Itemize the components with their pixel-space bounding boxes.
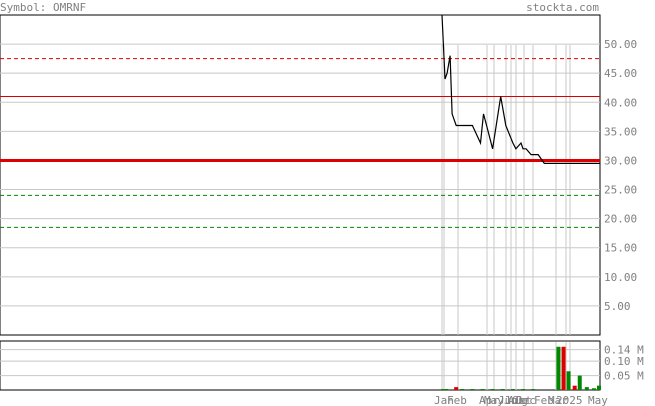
volume-vertical-grid xyxy=(441,342,571,390)
volume-tick-label: 0.05 M xyxy=(604,370,644,383)
price-tick-label: 45.00 xyxy=(604,67,637,80)
x-tick-label: Oct xyxy=(512,394,532,406)
x-tick-label: May xyxy=(588,394,608,406)
volume-axis: 0.14 M0.10 M 0.05 M xyxy=(604,344,644,383)
x-tick-label: Dec xyxy=(516,394,536,406)
volume-panel xyxy=(0,340,601,391)
x-tick-label: May xyxy=(484,394,504,406)
x-tick-label: Jun xyxy=(498,394,518,406)
volume-bar xyxy=(444,389,449,390)
volume-bar xyxy=(470,389,475,390)
price-tick-label: 50.00 xyxy=(604,38,637,51)
volume-bar xyxy=(510,389,515,390)
support-resistance-levels xyxy=(0,58,600,228)
volume-bar xyxy=(441,389,446,390)
volume-tick-label: 0.14 M xyxy=(604,344,644,357)
price-axis: 50.00 45.00 40.00 35.00 30.00 25.00 20.00 15.00… xyxy=(604,38,637,313)
watermark: stockta.com xyxy=(526,1,599,14)
x-tick-label: 2025 xyxy=(556,394,583,406)
price-tick-label: 15.00 xyxy=(604,242,637,255)
x-tick-label: Jul xyxy=(504,394,524,406)
price-vertical-grid xyxy=(441,45,571,335)
volume-bar xyxy=(591,388,596,390)
price-tick-label: 20.00 xyxy=(604,213,637,226)
volume-bar xyxy=(556,346,561,390)
x-tick-label: Mar xyxy=(548,394,568,406)
volume-grid xyxy=(0,349,600,377)
volume-bar xyxy=(531,389,536,390)
x-tick-label: Feb xyxy=(447,394,467,406)
volume-bar xyxy=(480,389,485,390)
volume-bar xyxy=(460,389,465,390)
x-tick-label: Apr xyxy=(479,394,499,406)
volume-bar xyxy=(500,389,505,390)
volume-bar xyxy=(490,389,495,390)
volume-bar xyxy=(584,387,589,390)
volume-bar xyxy=(566,371,571,390)
price-tick-label: 25.00 xyxy=(604,184,637,197)
x-tick-label: Jan xyxy=(434,394,454,406)
price-tick-label: 40.00 xyxy=(604,96,637,109)
volume-bar xyxy=(454,387,459,390)
volume-bars xyxy=(441,346,601,390)
symbol-label: Symbol: OMRNF xyxy=(0,1,86,14)
volume-bar xyxy=(596,385,601,390)
price-tick-label: 10.00 xyxy=(604,271,637,284)
price-tick-label: 30.00 xyxy=(604,154,637,167)
x-tick-label: Feb xyxy=(534,394,554,406)
volume-bar xyxy=(521,389,526,390)
x-tick-label: Aug xyxy=(508,394,528,406)
price-tick-label: 5.00 xyxy=(604,300,631,313)
volume-tick-label: 0.10 M xyxy=(604,355,644,368)
price-panel xyxy=(0,14,601,336)
volume-bar xyxy=(561,346,566,390)
price-tick-label: 35.00 xyxy=(604,125,637,138)
price-line xyxy=(441,14,600,164)
volume-bar xyxy=(577,375,582,390)
volume-bar xyxy=(572,385,577,390)
